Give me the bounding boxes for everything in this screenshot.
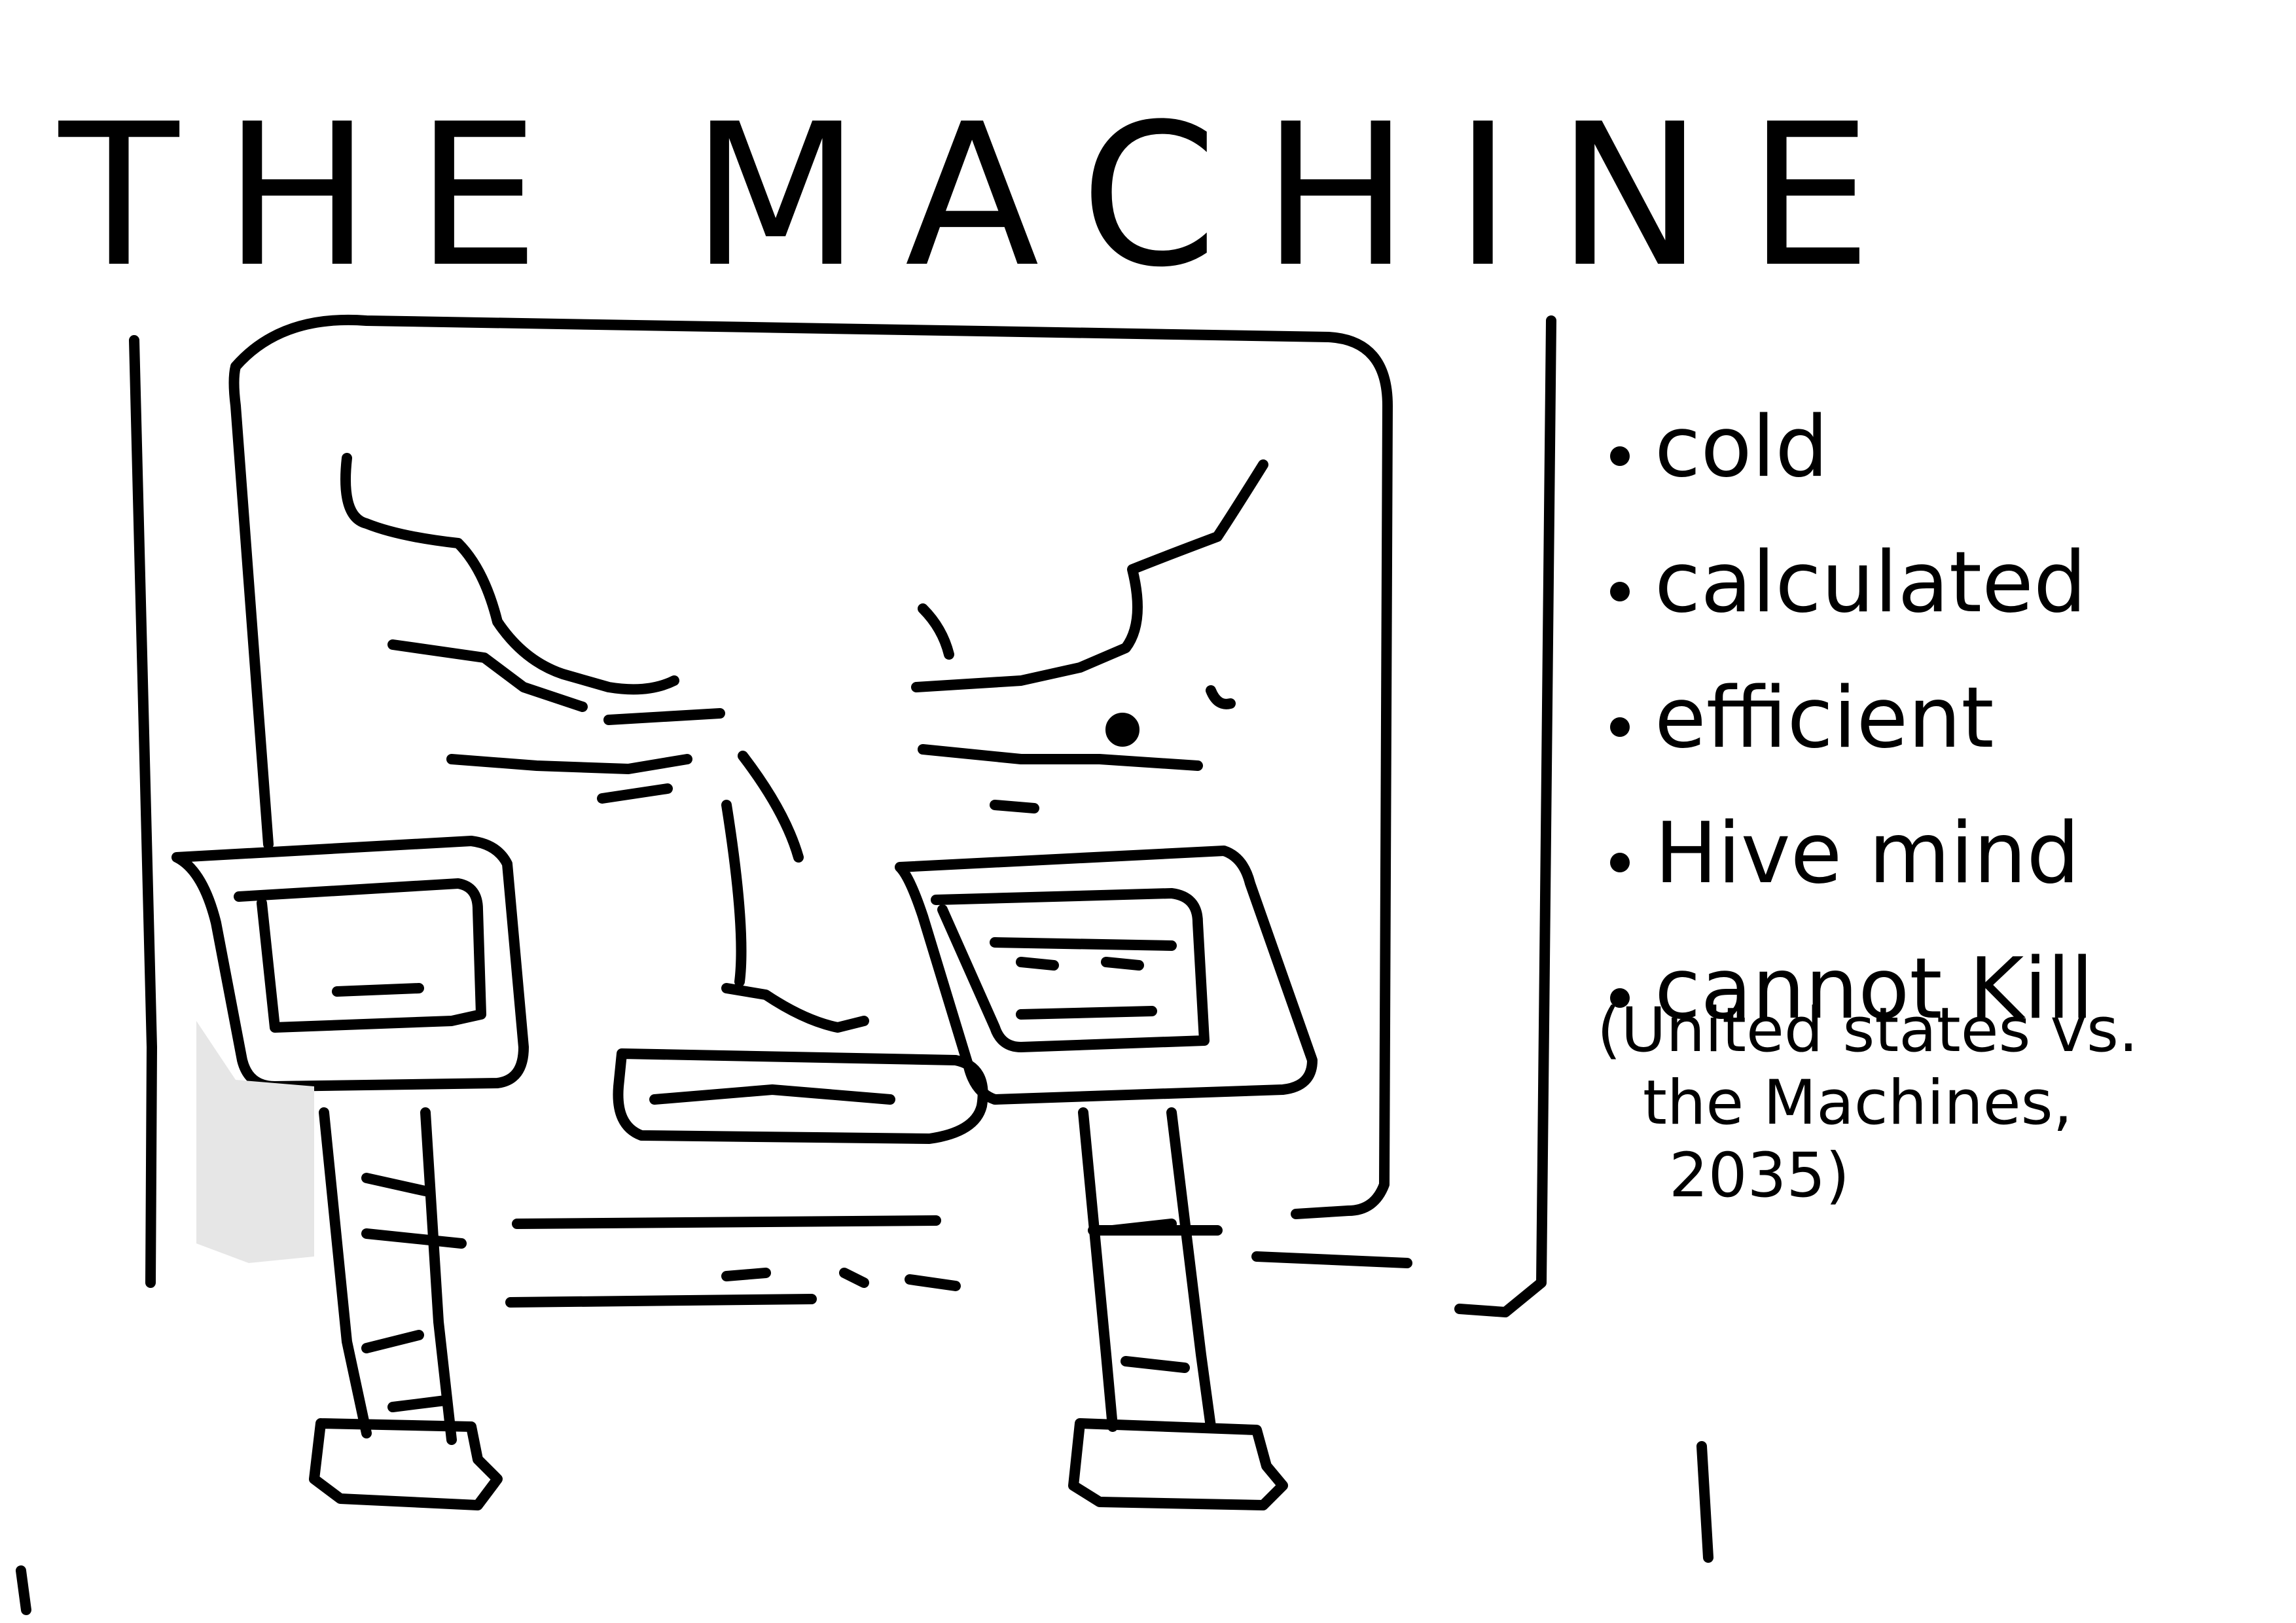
left-pole-marks [361,1173,450,1412]
citation-line: (United states vs. [1597,995,2138,1066]
base-mark-3 [905,1274,961,1291]
right-pole-marks [1107,1219,1190,1373]
bullet-icon [1610,446,1630,466]
list-item: Hive mind [1610,812,2265,948]
gray-patch [196,1021,314,1263]
right-eye [918,744,1203,771]
list-item: cold [1610,406,2265,541]
nose [738,751,804,863]
citation-line: the Machines, [1643,1067,2073,1139]
left-sign-inner [234,878,486,1033]
right-pole-left [1078,1107,1118,1432]
right-brow-tail [918,603,954,660]
trait-label: calculated [1655,534,2087,632]
nose-side [721,800,747,987]
nose-bottom [721,983,869,1033]
page-title: THE MACHINE [59,82,1917,310]
right-sign-inner [931,888,1210,1052]
left-eye [446,754,692,774]
left-sign-outer [171,836,529,1092]
mouth [613,1048,988,1144]
citation-note: (United states vs. the Machines, 2035) [1597,995,2278,1213]
list-item: efficient [1610,677,2265,812]
right-sign-line-3 [1101,957,1144,971]
left-sign-mouth [332,983,424,997]
trait-label: efficient [1655,669,1994,767]
left-tick [16,1565,31,1615]
bullet-icon [1610,988,1630,1008]
right-sign-line-4 [1016,1006,1157,1020]
monitor-outline [228,314,1393,1308]
base-mark-1 [721,1268,771,1281]
trait-list: cold calculated efficient Hive mind cann… [1610,406,2265,1083]
base-mark-2 [839,1268,869,1288]
cheek-mark-left [597,783,673,804]
frame-left-line [129,335,157,1288]
citation-line: 2035) [1669,1139,1850,1211]
trait-label: Hive mind [1655,805,2080,902]
mouth-line [649,1084,895,1105]
left-brow [340,453,679,695]
right-eye-pupil [1105,713,1139,747]
right-sign-line-1 [990,937,1177,951]
bullet-icon [1610,582,1630,601]
trait-label: cannot Kill [1655,940,2094,1038]
ground-line [1251,1251,1412,1268]
left-foot [309,1418,503,1510]
cheek-mark-right [990,800,1039,813]
right-pole-right [1166,1107,1216,1432]
small-mark [1206,685,1236,709]
right-brow [911,459,1268,692]
left-pole-right [420,1107,457,1445]
right-foot [1068,1418,1288,1510]
left-pole-left [319,1107,372,1438]
base-line [512,1215,941,1229]
trait-label: cold [1655,399,1829,496]
corner-tick [1696,1441,1713,1563]
left-brow-tail [387,639,588,712]
bullet-icon [1610,853,1630,872]
frame-right-line [1454,315,1556,1317]
right-sign-line-2 [1016,957,1059,971]
right-sign-outer [895,846,1318,1105]
list-item: calculated [1610,541,2265,677]
list-item: cannot Kill [1610,948,2265,1083]
left-eye-stroke [603,708,725,725]
bullet-icon [1610,717,1630,737]
